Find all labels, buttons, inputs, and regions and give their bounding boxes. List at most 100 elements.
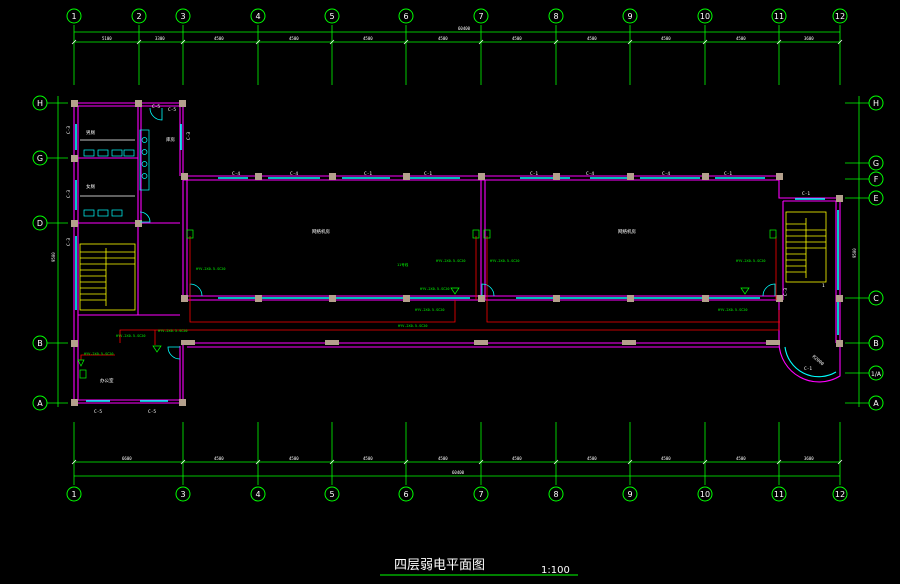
axis-label: 11: [774, 490, 784, 499]
axis-labels-top: 1 2 3 4 5 6 7 8 9 10 11 12: [71, 12, 845, 21]
axis-label: F: [874, 175, 879, 184]
window-tag: C-5: [152, 104, 160, 110]
dimension-top-10: 4500: [736, 36, 746, 41]
axis-bubble: [622, 8, 638, 24]
doors: [139, 107, 776, 360]
axis-label: 5: [329, 12, 334, 21]
columns: [71, 100, 843, 406]
axis-label: B: [873, 339, 879, 348]
axis-label: 11: [774, 12, 784, 21]
cable-label: HYV-2X0.5-SC20: [158, 329, 188, 333]
axis-bubble: [66, 8, 82, 24]
balcony-radius: R2000: [811, 354, 825, 367]
dimension-top-7: 4500: [512, 36, 522, 41]
cables: [80, 236, 780, 360]
axis-bubble: [324, 8, 340, 24]
dimension-top-2: 3300: [155, 36, 165, 41]
cable-label: HYV-2X0.5-SC20: [490, 259, 520, 263]
window-tag: C-4: [662, 171, 670, 177]
axis-label: 9: [627, 12, 632, 21]
dimension-grid: [46, 25, 870, 485]
axis-bubble: [398, 8, 414, 24]
window-tag: C-5: [94, 409, 102, 415]
toilet-fixtures: [80, 129, 150, 217]
room-label-network-b: 网络机房: [618, 228, 636, 235]
axis-label: 6: [403, 490, 408, 499]
axis-label: 1/A: [871, 371, 882, 378]
axis-labels-left: H G D B A: [37, 99, 43, 408]
axis-label: 7: [478, 12, 483, 21]
axis-bubbles-left: [32, 95, 48, 411]
total-dimension-top: 60400: [458, 26, 471, 31]
axis-label: 1: [71, 490, 76, 499]
window-tag: C-4: [586, 171, 594, 177]
cable-label: HYV-2X0.5-SC20: [84, 352, 114, 356]
top-dimension-labels: 60400 5100 3300 4500 4500 4500 4500 4500…: [102, 26, 814, 41]
window-tag: C-1: [364, 171, 372, 177]
cable-label: HYV-2X0.5-SC20: [398, 324, 428, 328]
axis-label: 2: [136, 12, 141, 21]
dimension-top-6: 4500: [438, 36, 448, 41]
window-tag: C-4: [232, 171, 240, 177]
dimension-ticks: [71, 39, 843, 465]
dimension-bottom-3: 4500: [289, 456, 299, 461]
axis-label: H: [37, 99, 43, 108]
dimension-bottom-2: 4500: [214, 456, 224, 461]
stair-number: 1: [822, 283, 825, 289]
axis-label: 3: [180, 490, 185, 499]
axis-label: 1: [71, 12, 76, 21]
cable-label: HYV-2X0.5-SC20: [436, 259, 466, 263]
axis-bubble: [832, 8, 848, 24]
dimension-top-3: 4500: [214, 36, 224, 41]
axis-label: 7: [478, 490, 483, 499]
axis-bubble: [175, 8, 191, 24]
cable-label: HYV-2X0.5-SC20: [420, 287, 450, 291]
axis-label: C: [873, 294, 879, 303]
axis-label: 4: [255, 12, 260, 21]
axis-label: 10: [700, 12, 710, 21]
window-tags: C-5 C-3 C-4 C-4 C-1 C-1 C-4 C-1 C-1 C-4 …: [66, 104, 812, 415]
axis-labels-right: H G F E C B 1/A A: [871, 99, 882, 408]
axis-label: 12: [835, 490, 845, 499]
axis-label: 4: [255, 490, 260, 499]
total-dimension-left: 9500: [51, 252, 56, 262]
axis-label: D: [37, 219, 43, 228]
stair-left: [79, 243, 136, 311]
dimension-bottom-4: 4500: [363, 456, 373, 461]
axis-label: 3: [180, 12, 185, 21]
drawing-title: 四层弱电平面图: [394, 558, 485, 573]
total-dimension-right: 9500: [852, 248, 857, 258]
dimension-bottom-1: 6600: [122, 456, 132, 461]
axis-bubbles-bottom: [66, 486, 848, 502]
room-label-storage: 库房: [166, 136, 175, 143]
dimension-top-4: 4500: [289, 36, 299, 41]
axis-label: 6: [403, 12, 408, 21]
axis-label: A: [37, 399, 43, 408]
dimension-top-9: 4500: [661, 36, 671, 41]
dimension-bottom-7: 4500: [587, 456, 597, 461]
axis-label: G: [37, 154, 43, 163]
window-tag: C-3: [783, 288, 789, 296]
axis-bubble: [473, 8, 489, 24]
curved-balcony: R2000: [778, 342, 841, 383]
room-label-office: 办公室: [100, 377, 114, 384]
axis-label: B: [37, 339, 43, 348]
room-label-toilet-m: 男厕: [86, 130, 95, 136]
cable-label: HYV-2X0.5-SC20: [736, 259, 766, 263]
cable-label: HYV-2X0.5-SC20: [196, 267, 226, 271]
axis-label: 5: [329, 490, 334, 499]
axis-label: E: [873, 194, 878, 203]
window-tag: C-3: [66, 190, 72, 198]
cable-mark: 11号线: [397, 262, 409, 267]
dimension-bottom-9: 4500: [736, 456, 746, 461]
dimension-top-1: 5100: [102, 36, 112, 41]
axis-label: A: [873, 399, 879, 408]
dimension-top-5: 4500: [363, 36, 373, 41]
axis-labels-bottom: 1 3 4 5 6 7 8 9 10 11 12: [71, 490, 845, 499]
window-tag: C-3: [186, 132, 192, 140]
terminal-symbols: [77, 229, 777, 379]
window-tag: C-4: [290, 171, 298, 177]
total-dimension-bottom: 60400: [452, 470, 465, 475]
bottom-dimension-labels: 6600 4500 4500 4500 4500 4500 4500 4500 …: [122, 456, 814, 475]
